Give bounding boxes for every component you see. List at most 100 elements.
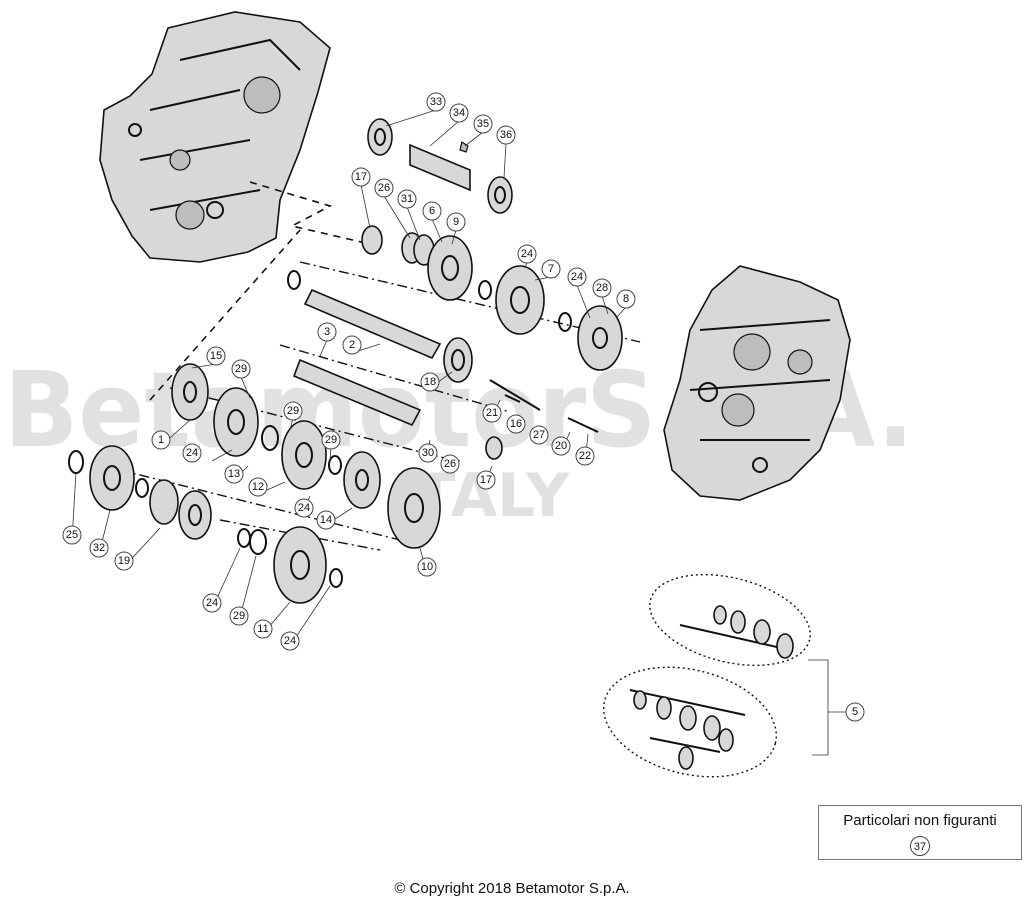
svg-text:17: 17 <box>355 171 367 183</box>
svg-text:34: 34 <box>453 107 465 119</box>
callout-13: 13 <box>224 464 244 484</box>
svg-text:6: 6 <box>429 205 435 217</box>
callout-18: 18 <box>420 372 440 392</box>
main-shaft-assembly <box>287 225 623 383</box>
not-shown-title: Particolari non figuranti <box>843 812 997 829</box>
callout-26-upper: 26 <box>374 178 394 198</box>
right-crankcase-half <box>663 265 851 501</box>
callout-16: 16 <box>506 414 526 434</box>
svg-text:32: 32 <box>93 542 105 554</box>
callout-11: 11 <box>253 619 273 639</box>
callout-20: 20 <box>551 436 571 456</box>
callout-10: 10 <box>417 557 437 577</box>
svg-text:27: 27 <box>533 429 545 441</box>
callout-24-f: 24 <box>280 631 300 651</box>
svg-text:26: 26 <box>378 182 390 194</box>
svg-text:24: 24 <box>571 271 583 283</box>
svg-text:36: 36 <box>500 129 512 141</box>
callout-24-e: 24 <box>202 593 222 613</box>
callout-19: 19 <box>114 551 134 571</box>
callout-24-b: 24 <box>567 267 587 287</box>
svg-text:7: 7 <box>548 263 554 275</box>
callout-7: 7 <box>541 259 561 279</box>
left-crankcase-half <box>99 11 331 263</box>
callout-32: 32 <box>89 538 109 558</box>
svg-text:24: 24 <box>186 447 198 459</box>
callout-29-b: 29 <box>283 401 303 421</box>
callout-3: 3 <box>317 322 337 342</box>
callout-6: 6 <box>422 201 442 221</box>
svg-text:31: 31 <box>401 193 413 205</box>
svg-text:24: 24 <box>298 502 310 514</box>
svg-text:12: 12 <box>252 481 264 493</box>
callout-21: 21 <box>482 403 502 423</box>
callout-14: 14 <box>316 510 336 530</box>
callout-9: 9 <box>446 212 466 232</box>
gearbox-kit-group <box>602 573 846 778</box>
callout-27: 27 <box>529 425 549 445</box>
svg-text:29: 29 <box>287 405 299 417</box>
svg-text:16: 16 <box>510 418 522 430</box>
not-shown-parts-box: Particolari non figuranti 37 <box>818 805 1022 860</box>
callout-17-upper: 17 <box>351 167 371 187</box>
svg-text:30: 30 <box>422 447 434 459</box>
svg-text:33: 33 <box>430 96 442 108</box>
svg-text:1: 1 <box>158 434 164 446</box>
callout-26-lower: 26 <box>440 454 460 474</box>
svg-text:29: 29 <box>325 434 337 446</box>
svg-text:22: 22 <box>579 450 591 462</box>
callout-17-lower: 17 <box>476 470 496 490</box>
callout-34: 34 <box>449 103 469 123</box>
callout-28: 28 <box>592 278 612 298</box>
callout-31: 31 <box>397 189 417 209</box>
callout-33: 33 <box>426 92 446 112</box>
svg-text:3: 3 <box>324 326 330 338</box>
callout-2: 2 <box>342 335 362 355</box>
upper-shaft-parts <box>367 118 513 214</box>
copyright-footer: © Copyright 2018 Betamotor S.p.A. <box>394 880 630 897</box>
svg-text:9: 9 <box>453 216 459 228</box>
output-sprocket-assembly <box>68 445 343 604</box>
callout-29-d: 29 <box>229 606 249 626</box>
svg-text:11: 11 <box>257 623 268 635</box>
svg-text:13: 13 <box>228 468 240 480</box>
callout-5: 5 <box>845 702 865 722</box>
callout-24-d: 24 <box>294 498 314 518</box>
svg-text:26: 26 <box>444 458 456 470</box>
layshaft-assembly <box>171 358 599 549</box>
svg-text:19: 19 <box>118 555 130 567</box>
svg-text:10: 10 <box>421 561 433 573</box>
callout-30: 30 <box>418 443 438 463</box>
svg-text:17: 17 <box>480 474 492 486</box>
svg-text:28: 28 <box>596 282 608 294</box>
svg-text:29: 29 <box>235 363 247 375</box>
callout-24-a: 24 <box>517 244 537 264</box>
svg-text:24: 24 <box>284 635 296 647</box>
callout-12: 12 <box>248 477 268 497</box>
svg-text:24: 24 <box>521 248 533 260</box>
callout-24-c: 24 <box>182 443 202 463</box>
callout-22: 22 <box>575 446 595 466</box>
callout-36: 36 <box>496 125 516 145</box>
svg-text:24: 24 <box>206 597 218 609</box>
svg-text:5: 5 <box>852 706 858 718</box>
svg-text:8: 8 <box>623 293 629 305</box>
svg-text:15: 15 <box>210 350 222 362</box>
callout-1: 1 <box>151 430 171 450</box>
svg-text:14: 14 <box>320 514 332 526</box>
callout-29-a: 29 <box>231 359 251 379</box>
callout-25: 25 <box>62 525 82 545</box>
svg-text:29: 29 <box>233 610 245 622</box>
svg-text:25: 25 <box>66 529 78 541</box>
callout-15: 15 <box>206 346 226 366</box>
callout-8: 8 <box>616 289 636 309</box>
svg-text:18: 18 <box>424 376 436 388</box>
svg-text:21: 21 <box>486 407 498 419</box>
callout-29-c: 29 <box>321 430 341 450</box>
callout-37: 37 <box>910 836 930 856</box>
callout-35: 35 <box>473 114 493 134</box>
svg-text:35: 35 <box>477 118 489 130</box>
svg-text:20: 20 <box>555 440 567 452</box>
svg-text:2: 2 <box>349 339 355 351</box>
